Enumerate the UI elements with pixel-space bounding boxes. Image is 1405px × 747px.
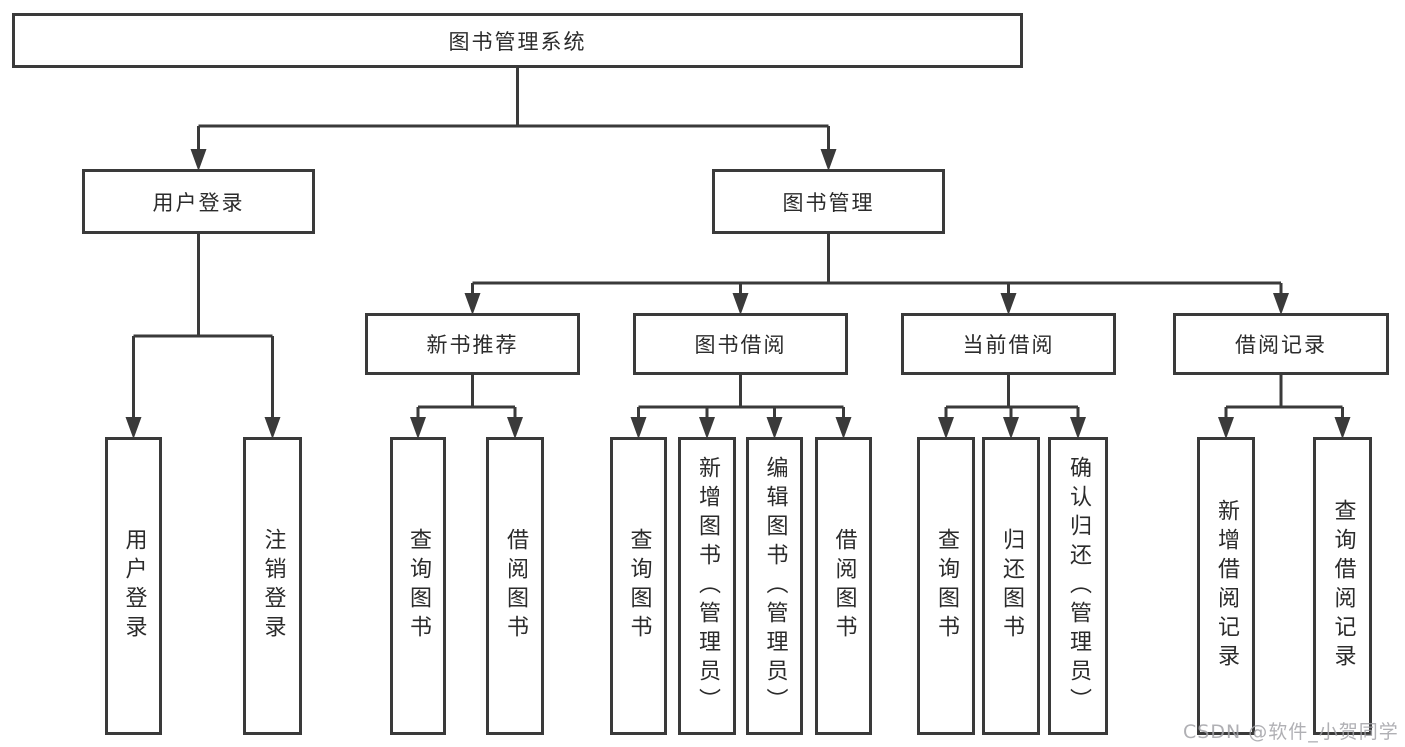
arrowhead-icon [190,149,207,171]
node-root: 图书管理系统 [12,13,1023,68]
node-label-query-book-1: 查询图书 [406,528,431,644]
arrowhead-icon [125,417,142,439]
node-add-book-admin: 新增图书（管理员） [678,437,736,735]
arrowhead-icon [766,417,783,439]
node-label-borrow-records: 借阅记录 [1235,333,1327,357]
node-label-book-management: 图书管理 [782,190,875,215]
node-new-book-recommend: 新书推荐 [365,313,580,375]
node-label-borrow-book-2: 借阅图书 [831,528,857,644]
node-label-borrow-book-1: 借阅图书 [503,528,528,644]
arrowhead-icon [1003,417,1019,439]
arrowhead-icon [630,417,647,439]
node-label-book-borrow: 图书借阅 [694,333,787,357]
watermark: CSDN @软件_小贺同学 [1183,721,1399,743]
arrowhead-icon [1273,293,1289,315]
node-book-borrow: 图书借阅 [633,313,848,375]
node-label-confirm-return-admin: 确认归还（管理员） [1066,455,1091,717]
arrowhead-icon [835,417,852,439]
arrowhead-icon [507,417,523,439]
node-book-management: 图书管理 [712,169,945,234]
arrowhead-icon [1000,293,1017,315]
node-label-add-book-admin: 新增图书（管理员） [695,455,720,717]
arrowhead-icon [699,417,715,439]
node-label-root: 图书管理系统 [448,29,587,54]
arrowhead-icon [1334,417,1351,439]
node-query-book-2: 查询图书 [610,437,667,735]
node-login: 用户登录 [105,437,162,735]
node-confirm-return-admin: 确认归还（管理员） [1048,437,1108,735]
arrowhead-icon [410,417,426,439]
node-edit-book-admin: 编辑图书（管理员） [746,437,803,735]
arrowhead-icon [820,149,837,171]
node-label-edit-book-admin: 编辑图书（管理员） [762,455,788,717]
node-label-add-borrow-record: 新增借阅记录 [1214,499,1239,673]
node-label-query-book-3: 查询图书 [934,528,959,644]
arrowhead-icon [1218,417,1234,439]
arrowhead-icon [1070,417,1086,439]
node-label-login: 用户登录 [121,528,147,644]
node-borrow-records: 借阅记录 [1173,313,1389,375]
arrowhead-icon [264,417,281,439]
node-user-login: 用户登录 [82,169,315,234]
node-label-query-book-2: 查询图书 [626,528,652,644]
node-label-return-book: 归还图书 [999,528,1024,644]
node-logout: 注销登录 [243,437,302,735]
node-query-borrow-record: 查询借阅记录 [1313,437,1372,735]
node-label-user-login: 用户登录 [152,190,245,215]
arrowhead-icon [464,293,481,315]
node-label-logout: 注销登录 [260,528,286,644]
node-label-new-book-recommend: 新书推荐 [426,333,519,357]
node-borrow-book-2: 借阅图书 [815,437,872,735]
node-query-book-1: 查询图书 [390,437,446,735]
node-add-borrow-record: 新增借阅记录 [1197,437,1255,735]
node-query-book-3: 查询图书 [917,437,975,735]
arrowhead-icon [732,293,749,315]
arrowhead-icon [938,417,954,439]
node-label-current-borrow: 当前借阅 [962,333,1055,357]
node-current-borrow: 当前借阅 [901,313,1116,375]
node-borrow-book-1: 借阅图书 [486,437,544,735]
node-return-book: 归还图书 [982,437,1040,735]
node-label-query-borrow-record: 查询借阅记录 [1330,499,1356,673]
